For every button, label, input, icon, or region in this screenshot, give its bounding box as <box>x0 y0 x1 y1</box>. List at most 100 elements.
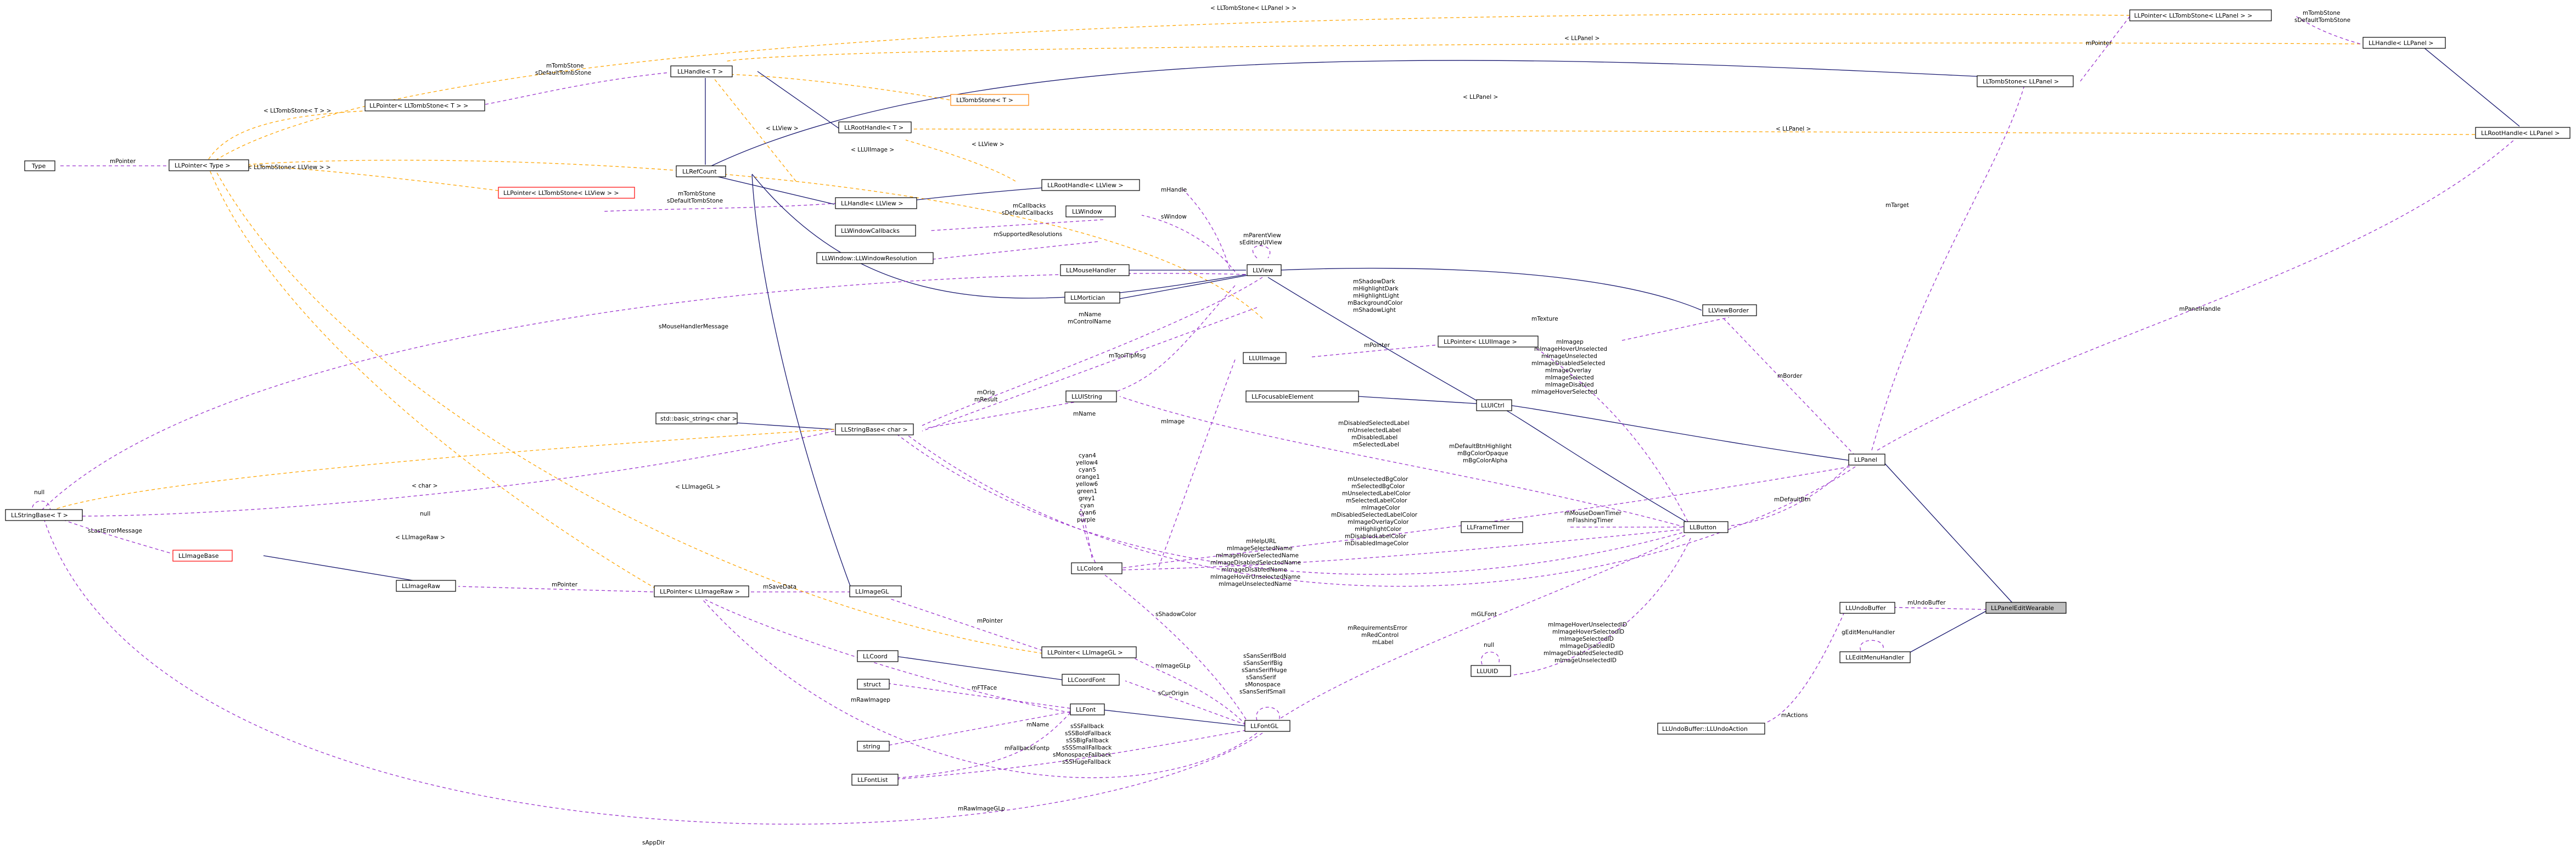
label-btncolors-1: mUnselectedBgColor <box>1348 476 1408 483</box>
label-mpointer-imagegl: mPointer <box>977 618 1003 624</box>
edge-mtooltip <box>1097 285 1236 397</box>
label-mtombstone-a1: mTombStone <box>546 63 584 69</box>
node-llmortician[interactable]: LLMortician <box>1064 292 1120 304</box>
label-color-5: yellow6 <box>1076 481 1098 488</box>
label-mactions: mActions <box>1781 712 1808 719</box>
node-llfocusableelement[interactable]: LLFocusableElement <box>1245 390 1359 402</box>
node-llimagebase[interactable]: LLImageBase <box>172 550 233 562</box>
node-llpointer-tombstone-t[interactable]: LLPointer< LLTombStone< T > > <box>364 99 485 111</box>
edge-image-names <box>889 428 1683 575</box>
node-llfontlist[interactable]: LLFontList <box>851 774 899 786</box>
label-imgnames-6: mImageHoverUnselectedName <box>1210 574 1300 580</box>
label-imagelist-1: mImagep <box>1556 339 1584 345</box>
edge-label-colors <box>1119 396 1686 528</box>
node-llroothandle-t[interactable]: LLRootHandle< T > <box>838 121 912 133</box>
edge-mftface <box>889 683 1071 709</box>
svg-text:LLPointer< LLTombStone< LLPane: LLPointer< LLTombStone< LLPanel > > <box>2134 12 2252 19</box>
edge-button-colors <box>1119 529 1680 570</box>
label-mcallbacks-1: mCallbacks <box>1013 203 1046 209</box>
node-llbutton[interactable]: LLButton <box>1683 521 1728 533</box>
node-llframetimer[interactable]: LLFrameTimer <box>1461 521 1523 533</box>
node-type[interactable]: Type <box>24 160 55 171</box>
edge-mundobuffer <box>1888 607 1988 610</box>
label-labelcolors-1: mDisabledSelectedLabel <box>1338 420 1410 427</box>
label-imgnames-3: mImageHoverSelectedName <box>1216 552 1299 559</box>
node-llimageraw[interactable]: LLImageRaw <box>396 580 456 592</box>
node-llwindow[interactable]: LLWindow <box>1065 205 1116 217</box>
label-req-1: mRequirementsError <box>1348 625 1408 631</box>
edge-ptr-tombstone-llview-use <box>603 203 838 212</box>
node-llcoord[interactable]: LLCoord <box>857 650 899 662</box>
node-llpointer-lluiimage[interactable]: LLPointer< LLUIImage > <box>1438 335 1539 348</box>
label-smousehandler: sMouseHandlerMessage <box>659 323 728 330</box>
label-fallback-2: sSSBoldFallback <box>1065 730 1112 737</box>
node-llviewborder[interactable]: LLViewBorder <box>1702 304 1757 316</box>
node-llpointer-tombstone-llpanel[interactable]: LLPointer< LLTombStone< LLPanel > > <box>2129 9 2272 21</box>
node-llpointer-tombstone-llview[interactable]: LLPointer< LLTombStone< LLView > > <box>498 187 635 199</box>
label-btncolors-3: mUnselectedLabelColor <box>1342 490 1411 497</box>
svg-text:LLImageRaw: LLImageRaw <box>402 583 440 590</box>
svg-text:LLRootHandle< T >: LLRootHandle< T > <box>844 124 903 131</box>
label-null-a: null <box>34 489 44 496</box>
label-mimage: mImage <box>1161 418 1185 425</box>
node-lleditmenuhandler[interactable]: LLEditMenuHandler <box>1839 651 1911 663</box>
node-llimagegl[interactable]: LLImageGL <box>849 585 902 597</box>
node-lluiimage[interactable]: LLUIImage <box>1243 352 1287 364</box>
node-llrefcount[interactable]: LLRefCount <box>676 165 726 177</box>
node-struct[interactable]: struct <box>857 679 890 690</box>
label-labelcolors-3: mDisabledLabel <box>1351 434 1398 441</box>
node-llwindow-resolution[interactable]: LLWindow::LLWindowResolution <box>816 252 934 264</box>
svg-text:LLStringBase< char >: LLStringBase< char > <box>841 426 908 433</box>
label-fallback-3: sSSBigFallback <box>1066 737 1109 744</box>
node-llpointer-llimagegl[interactable]: LLPointer< LLImageGL > <box>1041 646 1137 658</box>
label-geditmenu: gEditMenuHandler <box>1842 629 1895 636</box>
node-lluictrl[interactable]: LLUICtrl <box>1476 399 1512 411</box>
label-swindow: sWindow <box>1161 214 1187 220</box>
node-llroothandle-llview[interactable]: LLRootHandle< LLView > <box>1041 179 1140 191</box>
node-llwindowcallbacks[interactable]: LLWindowCallbacks <box>835 225 916 237</box>
node-llview[interactable]: LLView <box>1247 264 1282 276</box>
node-lltombstone-t[interactable]: LLTombStone< T > <box>950 94 1029 106</box>
node-llhandle-llpanel[interactable]: LLHandle< LLPanel > <box>2362 37 2446 49</box>
node-llroothandle-llpanel[interactable]: LLRootHandle< LLPanel > <box>2475 127 2571 139</box>
node-llundobuffer-action[interactable]: LLUndoBuffer::LLUndoAction <box>1657 723 1765 735</box>
node-string[interactable]: string <box>857 741 890 752</box>
node-llfont[interactable]: LLFont <box>1070 703 1105 715</box>
svg-text:LLFontList: LLFontList <box>857 776 888 784</box>
label-morig-1: mOrig <box>977 389 995 396</box>
node-llstringbase-t[interactable]: LLStringBase< T > <box>5 509 83 521</box>
label-fallback-1: sSSFallback <box>1070 723 1104 730</box>
node-llpointer-type[interactable]: LLPointer< Type > <box>169 159 249 171</box>
node-llundobuffer[interactable]: LLUndoBuffer <box>1839 602 1895 614</box>
node-lluistring[interactable]: LLUIString <box>1065 390 1117 402</box>
label-mtombstone-top-2: sDefaultTombStone <box>2294 17 2350 24</box>
label-shadow-2: mHighlightDark <box>1353 286 1399 292</box>
node-lluuid[interactable]: LLUUID <box>1471 665 1511 677</box>
node-llpaneleditwearable[interactable]: LLPanelEditWearable <box>1985 602 2067 614</box>
svg-text:LLPointer< LLImageRaw >: LLPointer< LLImageRaw > <box>660 588 740 595</box>
edges <box>32 13 2520 825</box>
node-llcolor4[interactable]: LLColor4 <box>1071 562 1123 574</box>
label-color-1: cyan4 <box>1079 452 1096 459</box>
edge-tombstone-panel-to-refcount <box>708 60 1988 168</box>
node-std-basic-string[interactable]: std::basic_string< char > <box>655 412 738 424</box>
node-llmousehandler[interactable]: LLMouseHandler <box>1060 264 1130 276</box>
edge-llview-to-refcount <box>751 174 1247 299</box>
label-btncolors-6: mDisabledSelectedLabelColor <box>1331 512 1418 518</box>
node-llhandle-llview[interactable]: LLHandle< LLView > <box>835 197 917 209</box>
node-llcoordfont[interactable]: LLCoordFont <box>1062 674 1120 686</box>
node-llpanel[interactable]: LLPanel <box>1848 454 1885 466</box>
node-llfontgl[interactable]: LLFontGL <box>1244 720 1290 732</box>
label-imgids-2: mImageHoverSelectedID <box>1552 629 1624 635</box>
label-fontstat-3: sSansSerifHuge <box>1242 667 1287 674</box>
node-llhandle-t[interactable]: LLHandle< T > <box>670 65 733 77</box>
label-fontstat-4: sSansSerif <box>1246 674 1276 681</box>
edge-coord-to-coordfont <box>894 656 1063 680</box>
label-slasterror: sLastErrorMessage <box>88 528 142 534</box>
node-lltombstone-llpanel[interactable]: LLTombStone< LLPanel > <box>1977 75 2074 87</box>
node-llpointer-llimageraw[interactable]: LLPointer< LLImageRaw > <box>654 585 749 597</box>
edge-imagegl-to-refcount <box>751 174 851 588</box>
node-llstringbase-char[interactable]: LLStringBase< char > <box>835 423 914 435</box>
svg-text:LLFocusableElement: LLFocusableElement <box>1251 393 1314 400</box>
